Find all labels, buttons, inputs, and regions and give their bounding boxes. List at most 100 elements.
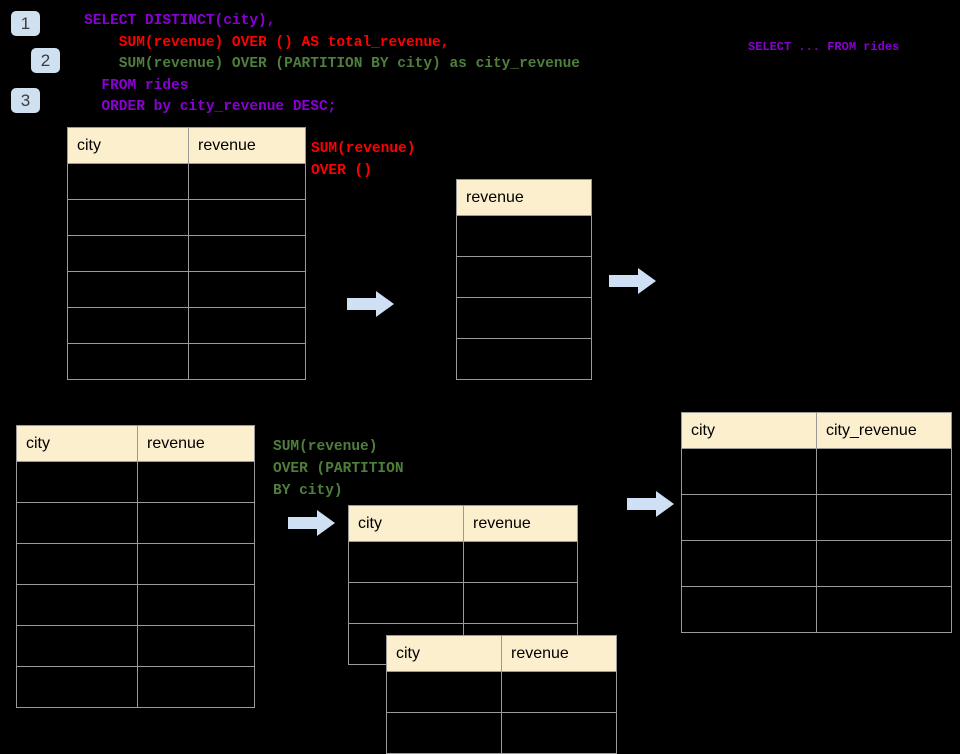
table-cell-revenue xyxy=(188,307,306,344)
table-cell-revenue xyxy=(137,666,255,708)
sql-line-3: SUM(revenue) OVER (PARTITION BY city) as… xyxy=(84,56,580,72)
table-cell-city xyxy=(348,541,464,583)
table-cell-revenue xyxy=(137,502,255,544)
table-cell-city xyxy=(16,625,138,667)
arrow-rides-to-partition xyxy=(288,508,336,538)
table-row xyxy=(16,625,255,667)
column-header-revenue: revenue xyxy=(188,127,306,164)
table-row xyxy=(386,712,617,754)
table-cell-city xyxy=(16,543,138,585)
table-cell-city xyxy=(67,199,189,236)
table-row xyxy=(386,671,617,713)
table-cell-revenue xyxy=(456,297,592,339)
table-cell-revenue xyxy=(501,712,617,754)
table-cell-city_revenue xyxy=(816,448,952,495)
table-row xyxy=(67,199,306,236)
table-cell-city_revenue xyxy=(816,494,952,541)
step-badge-3: 3 xyxy=(11,88,40,113)
table-cell-city xyxy=(681,586,817,633)
column-header-city_revenue: city_revenue xyxy=(816,412,952,449)
sql-query-block: SELECT DISTINCT(city), SUM(revenue) OVER… xyxy=(84,11,580,119)
table-cell-city xyxy=(348,582,464,624)
table-cell-revenue xyxy=(456,215,592,257)
table-row xyxy=(67,343,306,380)
table-cell-city xyxy=(67,163,189,200)
table-row xyxy=(681,540,952,587)
table-cell-city xyxy=(16,461,138,503)
table-row xyxy=(16,666,255,708)
table-row xyxy=(16,543,255,585)
table-cell-revenue xyxy=(463,541,578,583)
table-cell-city xyxy=(386,712,502,754)
sql-line-1: SELECT DISTINCT(city), xyxy=(84,13,276,29)
sql-side-note: SELECT ... FROM rides xyxy=(748,40,900,54)
column-header-city: city xyxy=(681,412,817,449)
table-row xyxy=(348,582,578,624)
arrow-total-to-result xyxy=(609,266,657,296)
table-cell-city xyxy=(67,235,189,272)
table-cell-revenue xyxy=(463,582,578,624)
table-cell-city xyxy=(681,448,817,495)
column-header-city: city xyxy=(16,425,138,462)
table-row xyxy=(681,586,952,633)
column-header-revenue: revenue xyxy=(463,505,578,542)
table-row xyxy=(16,502,255,544)
table-row xyxy=(348,541,578,583)
total-revenue-table: revenue xyxy=(456,179,592,380)
table-cell-city xyxy=(67,271,189,308)
table-cell-city xyxy=(16,584,138,626)
table-cell-city xyxy=(16,666,138,708)
table-cell-city xyxy=(67,343,189,380)
table-row xyxy=(456,338,592,380)
table-cell-revenue xyxy=(456,338,592,380)
table-header-row: revenue xyxy=(456,179,592,216)
column-header-revenue: revenue xyxy=(501,635,617,672)
step-badge-2: 2 xyxy=(31,48,60,73)
arrow-partition-to-result xyxy=(627,489,675,519)
arrow-rides-to-total xyxy=(347,289,395,319)
table-cell-revenue xyxy=(137,584,255,626)
column-header-revenue: revenue xyxy=(456,179,592,216)
table-row xyxy=(681,448,952,495)
table-row xyxy=(456,215,592,257)
table-cell-revenue xyxy=(137,543,255,585)
table-cell-revenue xyxy=(188,163,306,200)
table-cell-revenue xyxy=(188,271,306,308)
table-cell-city xyxy=(681,494,817,541)
city-revenue-annotation: SUM(revenue) OVER (PARTITION BY city) xyxy=(273,439,404,499)
table-cell-city xyxy=(67,307,189,344)
table-cell-revenue xyxy=(456,256,592,298)
column-header-city: city xyxy=(348,505,464,542)
sql-line-4: FROM rides xyxy=(84,77,189,94)
table-cell-city xyxy=(681,540,817,587)
column-header-revenue: revenue xyxy=(137,425,255,462)
table-cell-revenue xyxy=(188,199,306,236)
sql-line-5: ORDER by city_revenue DESC; xyxy=(84,99,337,115)
table-cell-city_revenue xyxy=(816,540,952,587)
table-cell-city_revenue xyxy=(816,586,952,633)
table-cell-city xyxy=(386,671,502,713)
table-row xyxy=(16,461,255,503)
table-cell-revenue xyxy=(188,343,306,380)
table-cell-revenue xyxy=(137,625,255,667)
column-header-city: city xyxy=(386,635,502,672)
table-cell-revenue xyxy=(137,461,255,503)
table-row xyxy=(456,297,592,339)
table-row xyxy=(67,307,306,344)
step-badge-1: 1 xyxy=(11,11,40,36)
table-cell-revenue xyxy=(501,671,617,713)
table-cell-city xyxy=(16,502,138,544)
table-row xyxy=(456,256,592,298)
table-row xyxy=(67,163,306,200)
sql-line-2: SUM(revenue) OVER () AS total_revenue, xyxy=(84,34,450,51)
total-revenue-annotation: SUM(revenue) OVER () xyxy=(311,141,416,179)
